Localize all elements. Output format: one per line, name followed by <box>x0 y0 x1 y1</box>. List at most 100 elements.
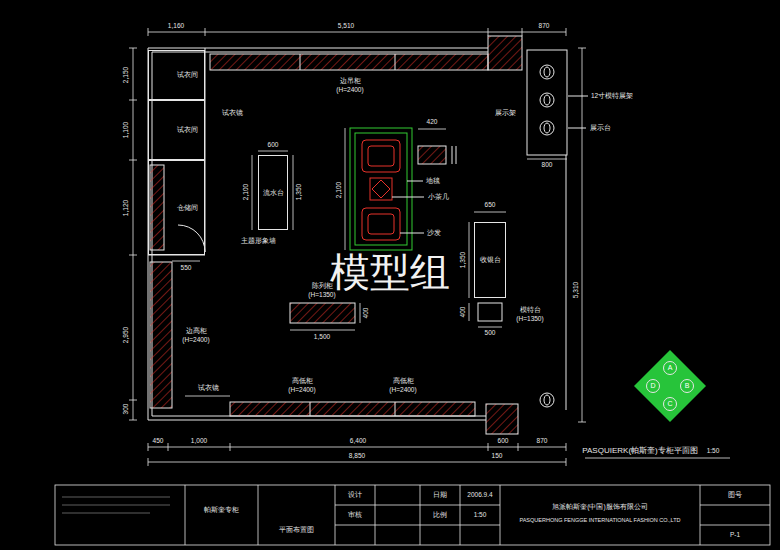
plan-linework <box>544 95 550 105</box>
plan-linework <box>178 225 205 252</box>
callout-text: 试衣镜 <box>221 109 244 116</box>
dimension-text: 400 <box>459 306 466 319</box>
area-label: 边高柜 <box>185 327 208 334</box>
top-shelving <box>210 54 488 70</box>
plan-linework <box>368 146 394 166</box>
plan-linework <box>210 54 488 70</box>
plan-linework <box>55 485 770 545</box>
company-name: 旭派帕斯奎(中国)服饰有限公司 <box>551 503 648 510</box>
dimension-text: 550 <box>180 264 193 271</box>
node-text: 试衣间 <box>176 126 199 133</box>
columns <box>486 36 522 434</box>
cabinets <box>150 146 502 416</box>
dimension-lines <box>129 28 730 466</box>
dimension-text: 8,850 <box>348 452 366 459</box>
plan-linework <box>172 128 567 396</box>
title-block-text: 2006.9.4 <box>466 491 493 498</box>
node-text: 收银台 <box>479 256 502 263</box>
plan-linework <box>540 93 554 107</box>
plan-linework <box>568 96 588 128</box>
dimension-text: 1,160 <box>167 22 185 29</box>
watermark: 模型组 <box>330 250 450 294</box>
area-label: 高低柜 <box>291 377 314 384</box>
plan-linework <box>290 303 355 323</box>
dimension-text: 1,500 <box>313 333 331 340</box>
display-table: 流水台 <box>258 155 288 230</box>
plan-linework <box>634 350 706 422</box>
fitting-room: 试衣间 <box>148 50 205 100</box>
plan-linework <box>488 36 522 70</box>
dimension-text: 5,510 <box>337 22 355 29</box>
dimension-text: 2,100 <box>335 181 342 199</box>
title-block-text: 设计 <box>347 491 363 498</box>
dimension-text: 650 <box>484 201 497 208</box>
dimension-text: 800 <box>541 161 554 168</box>
title-block-text: 比例 <box>432 511 448 518</box>
title-block-text: 1:50 <box>473 511 488 518</box>
plan-linework <box>544 67 550 77</box>
company-name-en: PASQUERHONG FENGGE INTERNATIONAL FASHION… <box>518 517 681 523</box>
storage-room: 仓储间 <box>148 160 205 255</box>
callout-text: 主题形象墙 <box>240 237 277 244</box>
plan-linework <box>544 395 550 405</box>
title-block-text: 图号 <box>727 491 743 498</box>
title-block <box>55 485 770 545</box>
callout-text: 小茶几 <box>427 193 450 200</box>
dimension-text: 1,120 <box>122 199 129 217</box>
sofa-area <box>350 128 424 250</box>
cashier-counter: 收银台 <box>474 222 506 298</box>
dimension-text: 450 <box>152 437 165 444</box>
scale-text: 1:50 <box>706 447 721 454</box>
node-text: D <box>649 382 656 390</box>
title-block-text: 帕斯奎专柜 <box>203 506 240 513</box>
compass <box>634 350 706 422</box>
plan-linework <box>150 165 164 250</box>
drawing-title: PASQUIERK(帕斯奎)专柜平面图 <box>581 447 698 456</box>
area-label: (H=2400) <box>181 336 210 343</box>
area-label: (H=2400) <box>335 86 364 93</box>
node-text: 试衣间 <box>176 71 199 78</box>
plan-linework <box>540 393 554 407</box>
title-block-text: 审核 <box>347 511 363 518</box>
dimension-text: 150 <box>491 452 504 459</box>
mannequin-display <box>527 50 588 407</box>
compass-marker: B <box>680 379 694 393</box>
plan-linework <box>452 146 456 164</box>
dimension-text: 2,100 <box>242 183 249 201</box>
node-text: C <box>666 400 673 408</box>
dimension-text: 2,950 <box>122 326 129 344</box>
plan-linework <box>578 48 586 422</box>
plan-linework <box>392 181 424 233</box>
dimension-text: 300 <box>122 403 129 416</box>
plan-linework <box>310 402 395 416</box>
plan-linework <box>350 128 412 250</box>
dimension-text: 420 <box>426 118 439 125</box>
plan-linework <box>355 133 407 245</box>
dimension-text: 400 <box>362 307 369 320</box>
plan-linework <box>540 65 554 79</box>
dimension-text: 600 <box>497 437 510 444</box>
dimension-text: 870 <box>536 437 549 444</box>
callout-text: 12寸模特展架 <box>590 92 634 99</box>
plan-linework <box>185 485 700 545</box>
plan-linework <box>478 303 502 321</box>
callout-text: 展示台 <box>589 124 612 131</box>
callout-text: 展示架 <box>494 109 517 116</box>
area-label: (H=1350) <box>515 315 544 322</box>
node-text: 仓储间 <box>176 204 199 211</box>
compass-marker: A <box>663 361 677 375</box>
dimension-text: 500 <box>484 329 497 336</box>
plan-linework <box>368 214 394 234</box>
dimension-text: 2,150 <box>122 66 129 84</box>
walls <box>148 48 566 420</box>
plan-linework <box>148 28 566 36</box>
plan-linework <box>372 180 390 198</box>
fitting-room: 试衣间 <box>148 100 205 160</box>
title-block-text: 日期 <box>432 491 448 498</box>
node-text: A <box>667 364 674 372</box>
dimension-text: 1,350 <box>295 183 302 201</box>
dimension-text: 870 <box>538 22 551 29</box>
plan-linework <box>362 140 400 172</box>
